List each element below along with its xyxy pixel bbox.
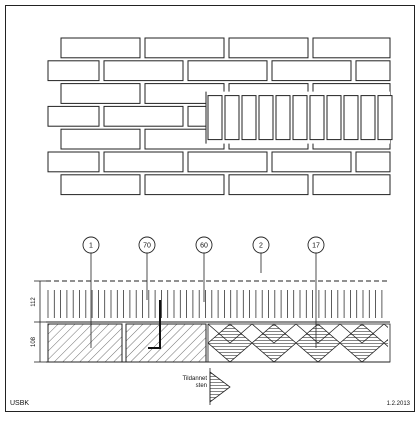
hatched-block-1 [47, 323, 123, 363]
annotation-line-2: sten [196, 383, 207, 389]
insulation-strip [47, 290, 383, 318]
soldier-brick [377, 95, 393, 141]
soldier-brick [258, 95, 274, 141]
soldier-brick [309, 95, 325, 141]
brick [103, 60, 184, 82]
brick [60, 128, 141, 150]
brick [144, 174, 225, 196]
soldier-brick [224, 95, 240, 141]
dimension-upper: 112 [31, 297, 37, 307]
stone-edge [339, 323, 385, 344]
brick-elevation [47, 37, 393, 196]
stone-edge [295, 323, 341, 344]
stone-edge [207, 323, 253, 344]
brick [144, 37, 225, 59]
callout-label: 2 [259, 243, 263, 250]
brick [187, 151, 268, 173]
drawing-border [5, 5, 415, 412]
brick [60, 37, 141, 59]
shaped-stone [383, 339, 388, 347]
reinforcement-bar [148, 300, 161, 349]
soldier-brick [360, 95, 376, 141]
callout-label: 17 [312, 243, 320, 250]
brick [103, 151, 184, 173]
callout-bubble [82, 236, 100, 254]
callout-bubble [138, 236, 156, 254]
brick [228, 37, 309, 59]
stone-edge [251, 323, 297, 344]
callout-label: 60 [200, 243, 208, 250]
brick [47, 151, 100, 173]
soldier-brick [292, 95, 308, 141]
soldier-brick [326, 95, 342, 141]
callout-label: 1 [89, 243, 93, 250]
hatched-block-2 [125, 323, 207, 363]
brick [312, 37, 391, 59]
brick [312, 174, 391, 196]
dimension-lower: 108 [31, 336, 37, 347]
brick [47, 105, 100, 127]
brick [47, 60, 100, 82]
soldier-brick [207, 95, 223, 141]
callout-bubble [195, 236, 213, 254]
annotation-line-1: Tildannet [183, 376, 208, 382]
callout-label: 70 [143, 243, 151, 250]
stone-detail-symbol [209, 368, 231, 405]
callout-group: 1 70 60 2 17 [82, 236, 325, 348]
callout-bubble [252, 236, 270, 254]
company-label: USBK [10, 400, 29, 407]
brick [60, 174, 141, 196]
brick [271, 151, 352, 173]
brick [60, 83, 141, 104]
brick [355, 151, 391, 173]
brick [271, 60, 352, 82]
brick [187, 60, 268, 82]
brick [355, 60, 391, 82]
shaped-stones [207, 323, 391, 363]
soldier-brick [275, 95, 291, 141]
brick [228, 174, 309, 196]
soldier-brick [241, 95, 257, 141]
soldier-brick [343, 95, 359, 141]
revision-label: 1.2.2013 [387, 401, 411, 407]
dimension-lines [34, 280, 46, 363]
callout-bubble [307, 236, 325, 254]
brick [103, 105, 184, 127]
wall-section [46, 280, 391, 363]
